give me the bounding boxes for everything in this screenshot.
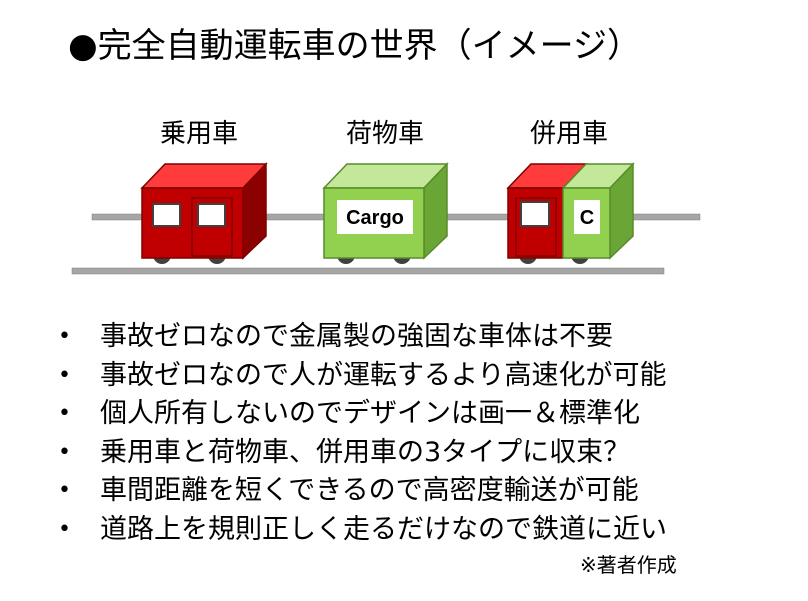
cargo-car-label: 荷物車: [346, 119, 425, 149]
list-item: • 乗用車と荷物車、併用車の3タイプに収束？: [58, 434, 667, 473]
bullet-dot: •: [58, 401, 71, 427]
bullet-dot: •: [58, 439, 71, 465]
page-title: ●完全自動運転車の世界（イメージ）: [68, 26, 641, 66]
passenger-car: [140, 162, 268, 264]
list-item: • 道路上を規則正しく走るだけなので鉄道に近い: [58, 511, 667, 550]
combined-box-text: C: [580, 207, 594, 229]
bullet-dot: •: [58, 362, 71, 388]
combined-car-label: 併用車: [530, 119, 609, 149]
list-item: • 車間距離を短くできるので高密度輸送が可能: [58, 472, 667, 511]
bullet-text: 道路上を規則正しく走るだけなので鉄道に近い: [100, 513, 667, 545]
list-item: • 事故ゼロなので金属製の強固な車体は不要: [58, 318, 667, 357]
combined-car: C: [506, 162, 635, 264]
bullet-list: • 事故ゼロなので金属製の強固な車体は不要 • 事故ゼロなので人が運転するより高速化…: [58, 318, 667, 550]
author-credit: ※著者作成: [580, 553, 677, 577]
list-item: • 個人所有しないのでデザインは画一＆標準化: [58, 395, 667, 434]
bullet-text: 事故ゼロなので金属製の強固な車体は不要: [100, 321, 613, 352]
vehicle-diagram: Cargo C: [71, 162, 701, 275]
bullet-text: 車間距離を短くできるので高密度輸送が可能: [100, 475, 639, 507]
bullet-text: 乗用車と荷物車、併用車の3タイプに収束？: [100, 436, 631, 468]
list-item: • 事故ゼロなので人が運転するより高速化が可能: [58, 357, 667, 396]
bullet-dot: •: [58, 324, 71, 349]
bullet-dot: •: [58, 478, 71, 504]
cargo-box-text: Cargo: [346, 207, 404, 229]
rail-front: [71, 267, 665, 275]
bullet-text: 個人所有しないのでデザインは画一＆標準化: [100, 398, 640, 430]
bullet-text: 事故ゼロなので人が運転するより高速化が可能: [100, 359, 667, 391]
bullet-dot: •: [58, 516, 71, 542]
cargo-car: Cargo: [322, 162, 449, 264]
passenger-car-label: 乗用車: [160, 119, 239, 149]
